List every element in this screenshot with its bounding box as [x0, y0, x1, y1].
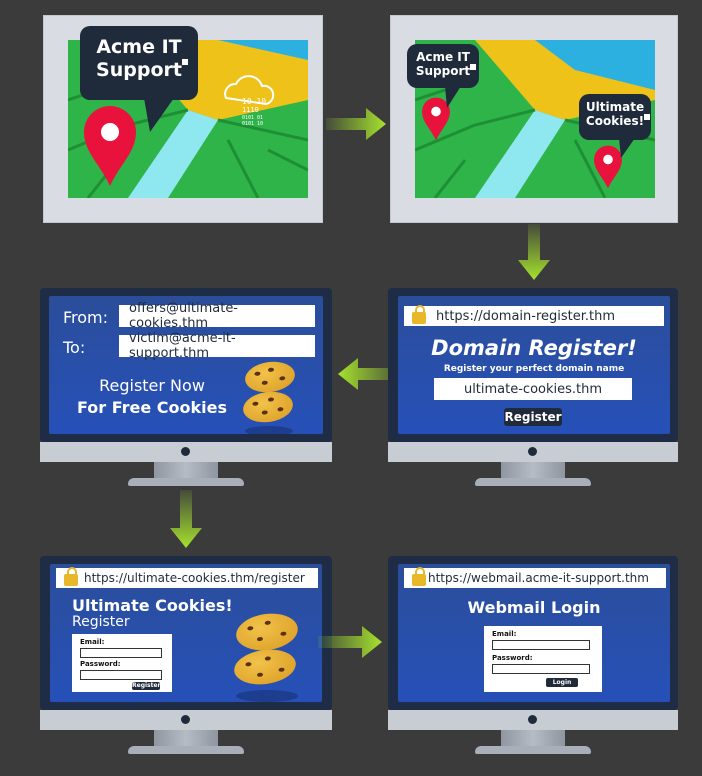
phish-title: Ultimate Cookies!	[72, 596, 233, 615]
monitor-base	[475, 478, 591, 486]
register-now-text: Register Now	[99, 376, 205, 395]
cookie-icon	[243, 358, 297, 396]
url-text: https://domain-register.thm	[436, 308, 616, 324]
map-pin-icon	[84, 106, 136, 186]
bubble-text: Acme IT Support	[96, 36, 182, 81]
cookie-shadow	[236, 690, 298, 702]
monitor-chin	[40, 710, 332, 730]
monitor-neck	[501, 730, 565, 748]
lock-icon	[412, 305, 426, 324]
register-button[interactable]: Register	[132, 682, 161, 690]
email-screen: From: offers@ultimate-cookies.thm To: vi…	[49, 296, 323, 434]
register-button[interactable]: Register	[504, 408, 562, 426]
from-field: offers@ultimate-cookies.thm	[119, 301, 315, 331]
monitor-chin	[40, 442, 332, 462]
cookie-icon	[233, 609, 301, 655]
monitor-registrar: https://domain-register.thm Domain Regis…	[388, 288, 678, 488]
registrar-title: Domain Register!	[431, 336, 637, 360]
arrow-down-icon	[170, 490, 202, 548]
arrow-down-icon	[518, 224, 550, 280]
cookie-icon	[241, 388, 295, 426]
monitor-chin	[388, 442, 678, 462]
domain-input[interactable]: ultimate-cookies.thm	[434, 378, 632, 400]
speech-bubble-acme: Acme IT Support	[80, 26, 198, 100]
address-bar[interactable]: https://webmail.acme-it-support.thm	[404, 567, 666, 588]
svg-text:0101 10: 0101 10	[242, 121, 263, 127]
bubble-tail	[144, 98, 174, 132]
power-led	[181, 715, 190, 724]
url-text: https://ultimate-cookies.thm/register	[84, 571, 305, 585]
phish-subtitle: Register	[72, 614, 130, 630]
address-bar[interactable]: https://domain-register.thm	[404, 305, 664, 326]
email-field[interactable]	[492, 640, 590, 650]
webmail-screen: https://webmail.acme-it-support.thm Webm…	[398, 564, 670, 702]
monitor-neck	[501, 462, 565, 480]
monitor-email: From: offers@ultimate-cookies.thm To: vi…	[40, 288, 332, 488]
svg-text:10 10: 10 10	[242, 97, 266, 106]
webmail-title: Webmail Login	[467, 598, 601, 617]
cookie-icon	[231, 645, 299, 689]
email-label: Email:	[492, 630, 517, 638]
bubble-tail	[445, 86, 461, 108]
monitor-base	[475, 746, 591, 754]
monitor-webmail: https://webmail.acme-it-support.thm Webm…	[388, 556, 678, 756]
monitor-neck	[154, 730, 218, 748]
password-field[interactable]	[492, 664, 590, 674]
password-label: Password:	[80, 660, 121, 668]
cookie-shadow	[245, 426, 293, 434]
arrow-right-icon	[326, 108, 386, 140]
bubble-tail	[619, 138, 635, 158]
map-pin-icon	[594, 145, 622, 189]
speech-bubble-acme: Acme IT Support	[407, 44, 479, 88]
map-panel-both: Acme IT Support Ultimate Cookies!	[390, 15, 678, 223]
monitor-chin	[388, 710, 678, 730]
free-cookies-text: For Free Cookies	[76, 398, 228, 417]
password-label: Password:	[492, 654, 533, 662]
monitor-base	[128, 746, 244, 754]
phishing-screen: https://ultimate-cookies.thm/register Ul…	[50, 564, 322, 702]
login-form: Email: Password: Login	[484, 626, 602, 692]
register-form: Email: Password: Register	[72, 634, 172, 692]
registrar-screen: https://domain-register.thm Domain Regis…	[398, 296, 670, 434]
svg-text:1110: 1110	[242, 106, 259, 114]
arrow-left-icon	[338, 358, 404, 390]
to-label: To:	[63, 338, 86, 357]
password-field[interactable]	[80, 670, 162, 680]
map-panel-acme: 10 10 1110 0101 01 0101 10 Acme IT Suppo…	[43, 15, 323, 223]
arrow-right-icon	[318, 626, 382, 658]
lock-icon	[412, 567, 426, 586]
lock-icon	[64, 567, 78, 586]
bubble-text: Ultimate Cookies!	[585, 100, 645, 129]
login-button[interactable]: Login	[546, 678, 578, 687]
svg-text:0101 01: 0101 01	[242, 115, 263, 121]
url-text: https://webmail.acme-it-support.thm	[428, 571, 649, 585]
monitor-base	[128, 478, 244, 486]
power-led	[181, 447, 190, 456]
email-label: Email:	[80, 638, 105, 646]
speech-bubble-cookies: Ultimate Cookies!	[579, 94, 651, 140]
to-field: victim@acme-it-support.thm	[119, 331, 315, 361]
monitor-phishing-site: https://ultimate-cookies.thm/register Ul…	[40, 556, 332, 756]
map-pin-icon	[422, 97, 450, 141]
cloud-binary-icon: 10 10 1110 0101 01 0101 10	[224, 75, 275, 127]
address-bar[interactable]: https://ultimate-cookies.thm/register	[56, 567, 318, 588]
power-led	[528, 715, 537, 724]
power-led	[528, 447, 537, 456]
monitor-neck	[154, 462, 218, 480]
bubble-text: Acme IT Support	[415, 50, 471, 79]
email-field[interactable]	[80, 648, 162, 658]
from-label: From:	[63, 308, 109, 327]
registrar-subtitle: Register your perfect domain name	[443, 364, 625, 374]
